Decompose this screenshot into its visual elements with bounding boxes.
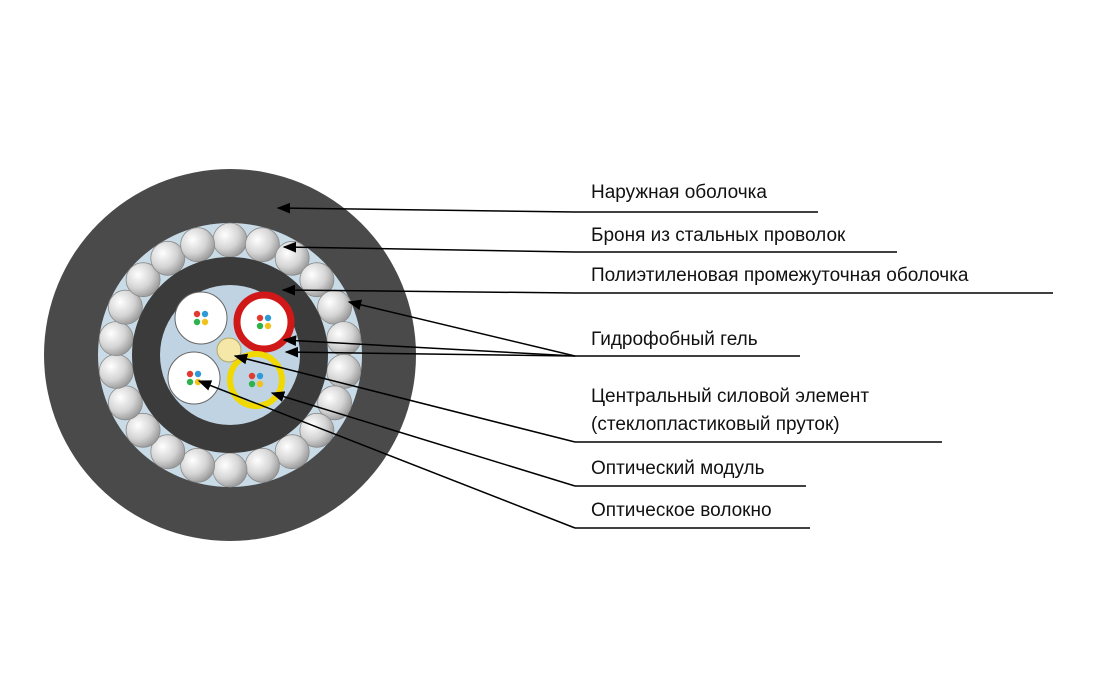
armor-wire: [244, 227, 280, 263]
optical-fiber: [256, 322, 264, 330]
label-central-member-line1: Центральный силовой элемент: [591, 386, 869, 407]
optical-fiber: [194, 370, 202, 378]
armor-wire: [98, 353, 134, 389]
armor-wire: [212, 222, 248, 258]
armor-wire: [274, 434, 310, 470]
optical-fiber: [248, 372, 256, 380]
optical-module-top-left: [174, 291, 228, 345]
optical-module-top-right: [233, 291, 295, 353]
optical-fiber: [256, 380, 264, 388]
armor-wire: [125, 412, 161, 448]
optical-fiber: [256, 372, 264, 380]
armor-wire: [180, 227, 216, 263]
armor-wire: [150, 240, 186, 276]
label-outer-sheath: Наружная оболочка: [591, 182, 767, 203]
label-polyethylene-inner-sheath: Полиэтиленовая промежуточная оболочка: [591, 265, 969, 286]
armor-wire: [125, 262, 161, 298]
armor-wire: [299, 412, 335, 448]
optical-fiber: [256, 314, 264, 322]
armor-wire: [299, 262, 335, 298]
optical-module-bottom-right: [227, 351, 285, 409]
optical-fiber: [186, 370, 194, 378]
armor-wire: [326, 321, 362, 357]
armor-wire: [317, 385, 353, 421]
steel-armor-wires: [98, 222, 362, 488]
label-hydrophobic-gel: Гидрофобный гель: [591, 329, 758, 350]
optical-fiber: [201, 310, 209, 318]
armor-wire: [150, 434, 186, 470]
leader-lines: [197, 202, 1053, 529]
optical-fiber: [193, 318, 201, 326]
label-central-member-line2: (стеклопластиковый пруток): [591, 414, 840, 435]
armor-wire: [180, 447, 216, 483]
armor-wire: [108, 289, 143, 325]
optical-fiber: [186, 378, 194, 386]
armor-wire: [108, 385, 143, 421]
optical-fiber: [201, 318, 209, 326]
label-optical-fiber: Оптическое волокно: [591, 500, 772, 521]
optical-fiber: [264, 314, 272, 322]
optical-fiber: [193, 310, 201, 318]
optical-fiber: [264, 322, 272, 330]
armor-wire: [317, 289, 353, 325]
label-steel-armor: Броня из стальных проволок: [591, 225, 846, 246]
armor-wire: [212, 452, 248, 488]
label-optical-module: Оптический модуль: [591, 458, 765, 479]
central-strength-member: [216, 337, 242, 363]
armor-wire: [244, 447, 280, 483]
optical-module-bottom-left: [167, 351, 221, 405]
optical-fiber: [248, 380, 256, 388]
armor-wire: [98, 321, 134, 357]
